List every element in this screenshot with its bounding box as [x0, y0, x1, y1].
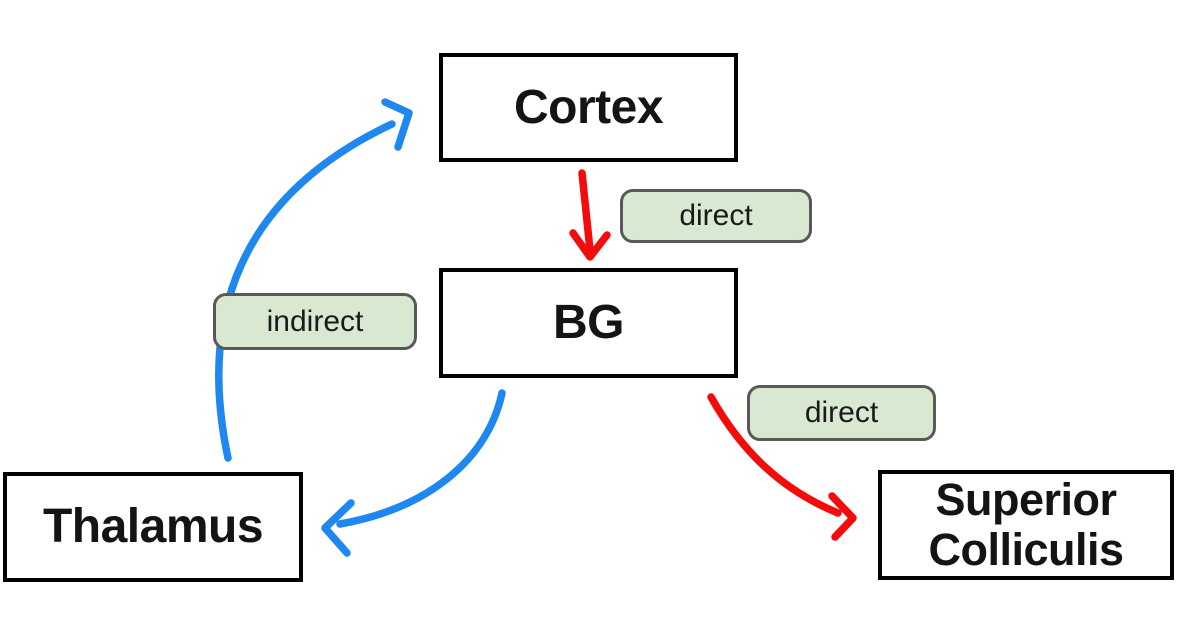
- edge-label-text: direct: [804, 396, 879, 429]
- arrow-cortex-to-bg: [569, 169, 611, 261]
- edge-label-direct-bg-superior-colliculus: direct: [747, 385, 936, 441]
- arrow-bg-to-superior-colliculus: [707, 393, 857, 541]
- edge-label-indirect-thalamus-cortex: indirect: [213, 293, 417, 350]
- edge-label-text: indirect: [266, 304, 364, 338]
- arrow-bg-to-thalamus: [321, 389, 506, 557]
- node-bg: BG: [439, 268, 738, 378]
- node-superior-colliculus-label: Superior Colliculis: [928, 473, 1124, 575]
- node-cortex: Cortex: [439, 53, 738, 162]
- edge-label-text: direct: [679, 199, 753, 232]
- node-thalamus-label: Thalamus: [42, 500, 264, 554]
- node-superior-colliculus: Superior Colliculis: [878, 470, 1174, 580]
- arrow-thalamus-to-cortex: [215, 98, 413, 462]
- node-thalamus: Thalamus: [3, 472, 303, 582]
- node-cortex-label: Cortex: [513, 80, 664, 134]
- edge-label-direct-cortex-bg: direct: [620, 189, 812, 243]
- node-bg-label: BG: [553, 296, 625, 350]
